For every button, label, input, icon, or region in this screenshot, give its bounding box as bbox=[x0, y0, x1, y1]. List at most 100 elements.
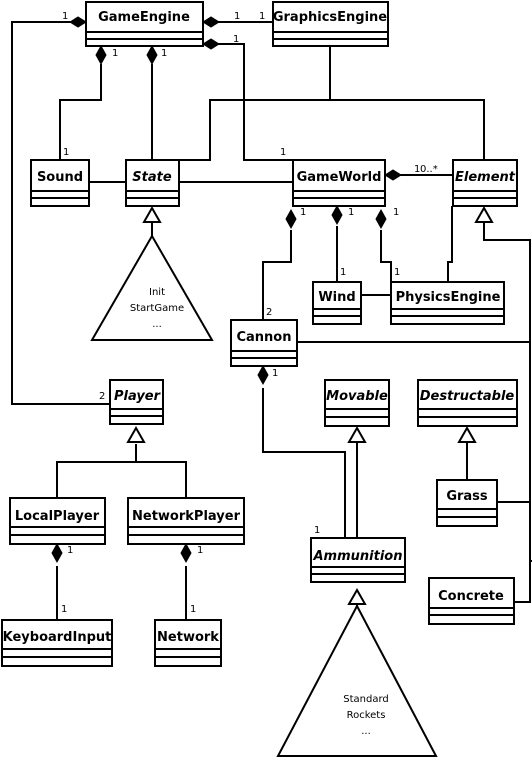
ge-state-diamond bbox=[146, 44, 158, 66]
element-inherit-arrow bbox=[474, 205, 494, 223]
ge-gfx-diamond bbox=[202, 16, 220, 28]
mult-cannon-ammo: 1 bbox=[272, 368, 278, 379]
class-local-player: LocalPlayer bbox=[9, 497, 106, 545]
destructable-inherit-arrow bbox=[457, 425, 477, 443]
state-subtype-1: StartGame bbox=[130, 303, 184, 314]
mult-network-comp: 1 bbox=[197, 545, 203, 556]
class-network: Network bbox=[154, 619, 222, 667]
mult-ge-sound: 1 bbox=[112, 48, 118, 59]
class-cannon: Cannon bbox=[230, 319, 298, 367]
mult-ge-gfx-left: 1 bbox=[234, 11, 240, 22]
world-wind-diamond bbox=[331, 204, 343, 226]
class-network-player: NetworkPlayer bbox=[127, 497, 245, 545]
class-game-world-name: GameWorld bbox=[297, 170, 382, 185]
mult-keyboard-end: 1 bbox=[61, 604, 67, 615]
cannon-ammo-diamond bbox=[257, 364, 269, 386]
ammo-subtype-1: Rockets bbox=[347, 710, 386, 721]
state-subtype-2: ... bbox=[152, 319, 162, 330]
class-game-world: GameWorld bbox=[292, 159, 386, 207]
mult-ge-world: 1 bbox=[233, 34, 239, 45]
player-inherit-arrow bbox=[126, 425, 146, 443]
class-state-name: State bbox=[132, 170, 172, 185]
mult-ammo-end: 1 bbox=[314, 525, 320, 536]
inheritance-arrows bbox=[126, 205, 494, 605]
class-physics-engine-name: PhysicsEngine bbox=[396, 290, 501, 305]
mult-world-wind: 1 bbox=[348, 207, 354, 218]
mult-wind-end: 1 bbox=[340, 267, 346, 278]
ammo-subtypes-group: Standard Rockets ... bbox=[276, 603, 438, 757]
class-ammunition: Ammunition bbox=[310, 537, 406, 583]
mult-world-physics: 1 bbox=[393, 207, 399, 218]
class-grass-name: Grass bbox=[446, 489, 488, 504]
ge-world-comp bbox=[218, 43, 293, 161]
ge-world-diamond bbox=[202, 38, 220, 50]
class-ammunition-name: Ammunition bbox=[313, 549, 403, 564]
mult-ge-player: 1 bbox=[62, 11, 68, 22]
class-player: Player bbox=[109, 379, 164, 425]
world-element-diamond bbox=[384, 169, 402, 181]
class-concrete: Concrete bbox=[428, 577, 515, 625]
gfx-bus bbox=[152, 46, 331, 161]
mult-ge-gfx-right: 1 bbox=[259, 11, 265, 22]
ammo-subtypes-triangle bbox=[276, 603, 438, 757]
class-element: Element bbox=[452, 159, 518, 207]
world-cannon-diamond bbox=[285, 208, 297, 230]
network-diamond bbox=[180, 542, 192, 564]
multiplicity-labels: 1 1 1 1 1 1 1 1 1 0..* 1 1 1 1 1 2 1 2 1… bbox=[61, 11, 438, 615]
class-keyboard-input: KeyboardInput bbox=[1, 619, 113, 667]
local-keyboard-diamond bbox=[51, 542, 63, 564]
state-subtype-0: Init bbox=[149, 287, 165, 298]
mult-player-end: 2 bbox=[99, 391, 105, 402]
class-local-player-name: LocalPlayer bbox=[15, 509, 100, 524]
mult-ge-state: 1 bbox=[161, 48, 167, 59]
class-keyboard-input-name: KeyboardInput bbox=[3, 630, 112, 645]
state-inherit-arrow bbox=[142, 205, 162, 223]
class-state: State bbox=[125, 159, 180, 207]
class-movable-name: Movable bbox=[326, 389, 388, 404]
ammo-subtype-2: ... bbox=[361, 726, 371, 737]
state-subtypes-triangle bbox=[90, 233, 214, 341]
mult-world-element-left: 1 bbox=[414, 164, 420, 175]
class-destructable: Destructable bbox=[417, 379, 518, 427]
gfx-element bbox=[330, 99, 485, 160]
world-cannon-comp bbox=[262, 230, 292, 320]
cannon-ammo-comp bbox=[262, 388, 346, 538]
connectors bbox=[11, 21, 532, 620]
mult-network-end: 1 bbox=[190, 604, 196, 615]
class-game-engine: GameEngine bbox=[85, 1, 204, 47]
class-sound-name: Sound bbox=[37, 170, 83, 185]
class-graphics-engine: GraphicsEngine bbox=[272, 1, 389, 47]
class-wind-name: Wind bbox=[318, 290, 355, 305]
ge-sound-comp bbox=[59, 64, 102, 160]
movable-inherit-arrow bbox=[347, 425, 367, 443]
mult-local-comp: 1 bbox=[67, 545, 73, 556]
ge-player-diamond bbox=[69, 16, 87, 28]
mult-cannon-end: 2 bbox=[266, 307, 272, 318]
class-concrete-name: Concrete bbox=[438, 589, 504, 604]
mult-sound-end: 1 bbox=[63, 147, 69, 158]
mult-world-end: 1 bbox=[280, 147, 286, 158]
mult-world-element-right: 0..* bbox=[420, 164, 438, 175]
class-wind: Wind bbox=[312, 281, 362, 325]
world-physics-diamond bbox=[375, 208, 387, 230]
class-graphics-engine-name: GraphicsEngine bbox=[273, 10, 387, 25]
class-network-player-name: NetworkPlayer bbox=[132, 509, 241, 524]
class-physics-engine: PhysicsEngine bbox=[390, 281, 505, 325]
class-network-name: Network bbox=[157, 630, 219, 645]
physics-element-assoc bbox=[447, 206, 453, 282]
class-element-name: Element bbox=[455, 170, 516, 185]
class-movable: Movable bbox=[324, 379, 390, 427]
element-inherit-bus bbox=[483, 222, 531, 603]
player-inherit-bar bbox=[56, 461, 187, 498]
mult-world-cannon: 1 bbox=[300, 207, 306, 218]
ge-player-assoc bbox=[11, 21, 110, 405]
state-subtypes-group: Init StartGame ... bbox=[90, 233, 214, 341]
class-sound: Sound bbox=[30, 159, 90, 207]
ammo-subtype-0: Standard bbox=[343, 694, 389, 705]
class-player-name: Player bbox=[114, 389, 162, 404]
class-cannon-name: Cannon bbox=[236, 330, 291, 345]
world-physics-comp bbox=[380, 230, 392, 282]
ge-sound-diamond bbox=[95, 44, 107, 66]
class-destructable-name: Destructable bbox=[420, 389, 515, 404]
